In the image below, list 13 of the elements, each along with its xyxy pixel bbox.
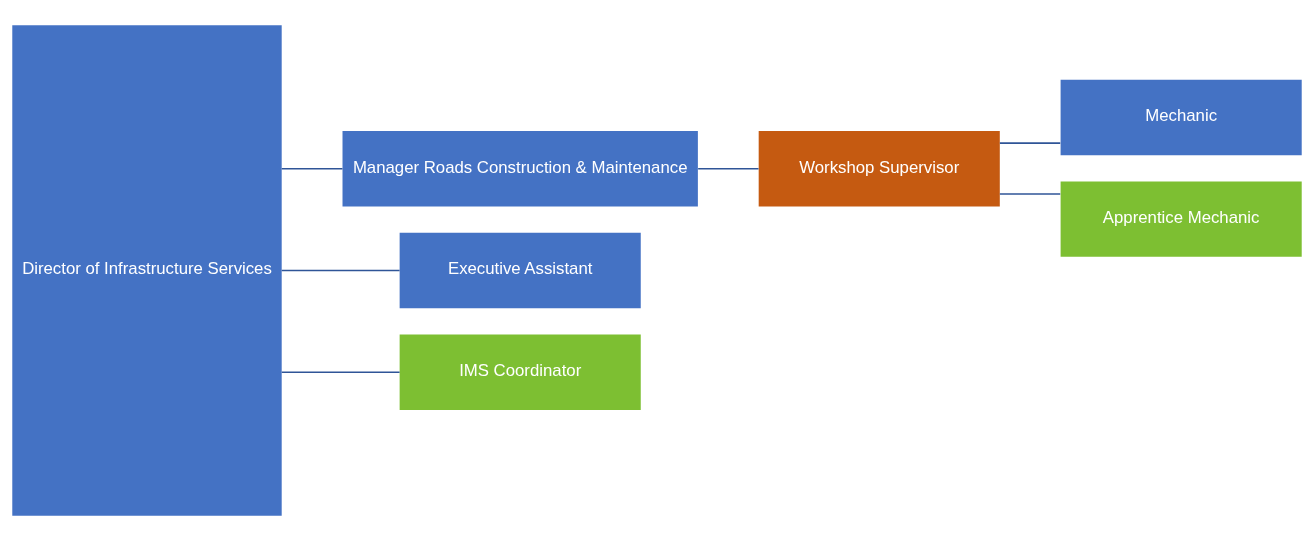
node-box: Workshop Supervisor [758, 130, 1000, 207]
node-box: IMS Coordinator [399, 333, 641, 410]
node-box: Director of Infrastructure Services [12, 24, 282, 516]
node-box: Executive Assistant [399, 232, 641, 308]
node-box: Manager Roads Construction & Maintenance [342, 130, 698, 207]
connector [697, 167, 760, 170]
connector [999, 192, 1062, 195]
node-box: Apprentice Mechanic [1060, 180, 1302, 257]
connector [280, 167, 344, 170]
node-box: Mechanic [1060, 79, 1302, 155]
connector [280, 370, 401, 373]
connector [280, 269, 401, 271]
connector [999, 141, 1062, 144]
